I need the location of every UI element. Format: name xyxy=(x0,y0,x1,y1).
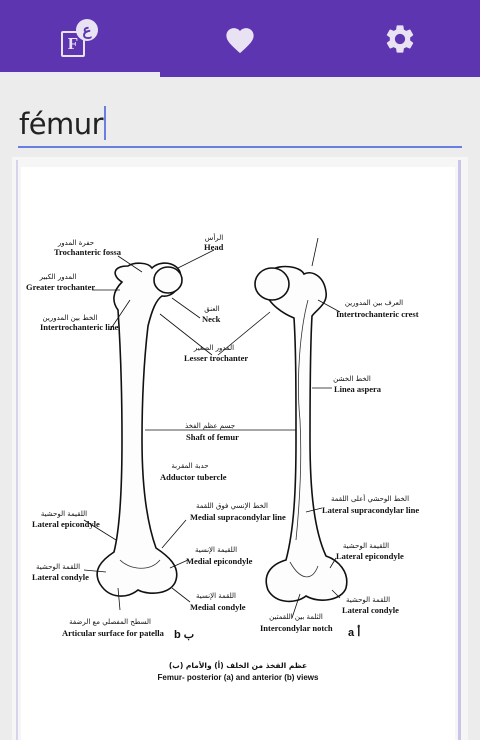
label-neck: Neck xyxy=(202,314,221,324)
label-lateral-epicondyle-left: Lateral epicondyle xyxy=(32,519,100,529)
label-medial-supracondylar-ar: الخط الإنسي فوق اللقمة xyxy=(196,502,268,510)
label-neck-ar: العنق xyxy=(204,305,219,313)
label-intercondylar-notch: Intercondylar notch xyxy=(260,623,333,633)
label-head-ar: الرأس xyxy=(205,233,223,242)
search-input[interactable]: fémur xyxy=(18,100,462,148)
tab-flashcards[interactable]: F ع xyxy=(0,0,160,77)
label-linea-aspera-ar: الخط الخشن xyxy=(333,375,371,383)
tab-settings[interactable] xyxy=(320,0,480,77)
label-trochanteric-fossa-ar: حفرة المدور xyxy=(57,239,94,247)
label-articular-surface-ar: السطح المفصلي مع الرضفة xyxy=(69,618,151,626)
label-lateral-epicondyle-right: Lateral epicondyle xyxy=(336,551,404,561)
caption-arabic: عظم الفخذ من الخلف (أ) والأمام (ب) xyxy=(169,660,307,670)
view-tag-b: b ب xyxy=(174,629,194,641)
label-lesser-trochanter-ar: المدور الصغير xyxy=(193,344,234,352)
left-femur-bone xyxy=(96,262,182,597)
label-intertrochanteric-crest-ar: العرف بين المدورين xyxy=(345,299,403,307)
label-lateral-supracondylar: Lateral supracondylar line xyxy=(322,505,419,515)
card-left-edge xyxy=(16,160,18,740)
heart-icon xyxy=(226,27,254,53)
label-lateral-condyle-right: Lateral condyle xyxy=(342,605,399,615)
tab-favorites[interactable] xyxy=(160,0,320,77)
label-lateral-epicondyle-right-ar: اللقيمة الوحشية xyxy=(343,542,389,550)
label-trochanteric-fossa: Trochanteric fossa xyxy=(54,247,122,257)
label-medial-supracondylar: Medial supracondylar line xyxy=(190,512,286,522)
search-value: fémur xyxy=(19,106,107,141)
left-femur-head xyxy=(153,266,183,294)
view-tag-a: a أ xyxy=(348,625,360,639)
label-greater-trochanter-ar: المدور الكبير xyxy=(39,273,77,281)
active-tab-indicator xyxy=(0,72,160,77)
logo-letter-box: F xyxy=(61,30,85,57)
label-lateral-condyle-left-ar: اللقمة الوحشية xyxy=(36,563,80,571)
text-caret xyxy=(104,106,107,140)
card-right-edge xyxy=(458,160,461,740)
flashcard-image[interactable] xyxy=(21,167,455,740)
label-medial-epicondyle: Medial epicondyle xyxy=(186,556,253,566)
label-adductor-tubercle: Adductor tubercle xyxy=(160,472,227,482)
right-femur-bone xyxy=(264,265,348,603)
label-lateral-condyle-left: Lateral condyle xyxy=(32,572,89,582)
flashcard-logo-icon: F ع xyxy=(59,18,101,59)
label-intercondylar-notch-ar: الثلمة بين اللقمتين xyxy=(269,613,323,621)
label-adductor-tubercle-ar: حدبة المقربة xyxy=(171,462,208,470)
label-lateral-condyle-right-ar: اللقمة الوحشية xyxy=(346,596,390,604)
label-head: Head xyxy=(204,242,224,252)
label-shaft-ar: جسم عظم الفخذ xyxy=(185,422,235,430)
right-femur-head xyxy=(254,267,290,301)
label-intertrochanteric-line-ar: الخط بين المدورين xyxy=(43,314,98,322)
label-lesser-trochanter: Lesser trochanter xyxy=(184,353,248,363)
label-intertrochanteric-line: Intertrochanteric line xyxy=(40,322,119,332)
caption-english: Femur- posterior (a) and anterior (b) vi… xyxy=(158,673,319,682)
label-greater-trochanter: Greater trochanter xyxy=(26,282,95,292)
label-shaft: Shaft of femur xyxy=(186,432,239,442)
label-medial-condyle: Medial condyle xyxy=(190,602,246,612)
label-linea-aspera: Linea aspera xyxy=(334,384,382,394)
label-articular-surface: Articular surface for patella xyxy=(62,628,165,638)
label-medial-condyle-ar: اللقمة الإنسية xyxy=(196,592,236,600)
label-medial-epicondyle-ar: اللقيمة الإنسية xyxy=(195,546,237,554)
label-intertrochanteric-crest: Intertrochanteric crest xyxy=(336,309,419,319)
logo-letter-bubble: ع xyxy=(76,18,98,41)
label-lateral-epicondyle-left-ar: اللقيمة الوحشية xyxy=(41,510,87,518)
label-lateral-supracondylar-ar: الخط الوحشي أعلى اللقمة xyxy=(331,494,409,503)
app-bar: F ع xyxy=(0,0,480,77)
gear-icon xyxy=(386,24,414,53)
